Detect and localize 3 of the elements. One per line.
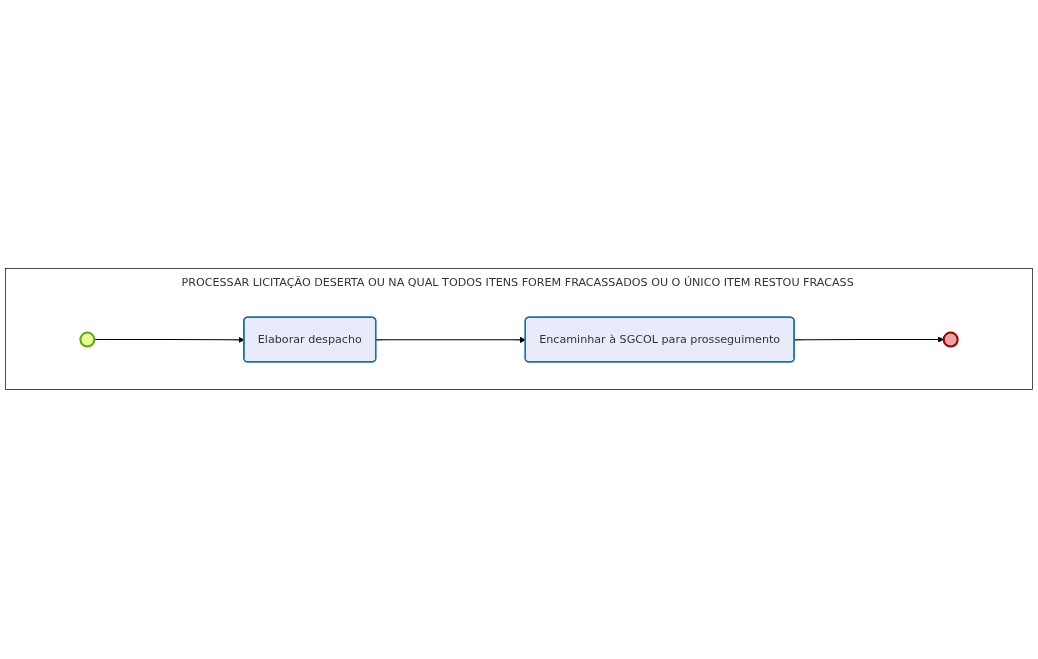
node-circle [942,331,959,348]
arrow [375,337,526,344]
node-circle [79,331,96,348]
